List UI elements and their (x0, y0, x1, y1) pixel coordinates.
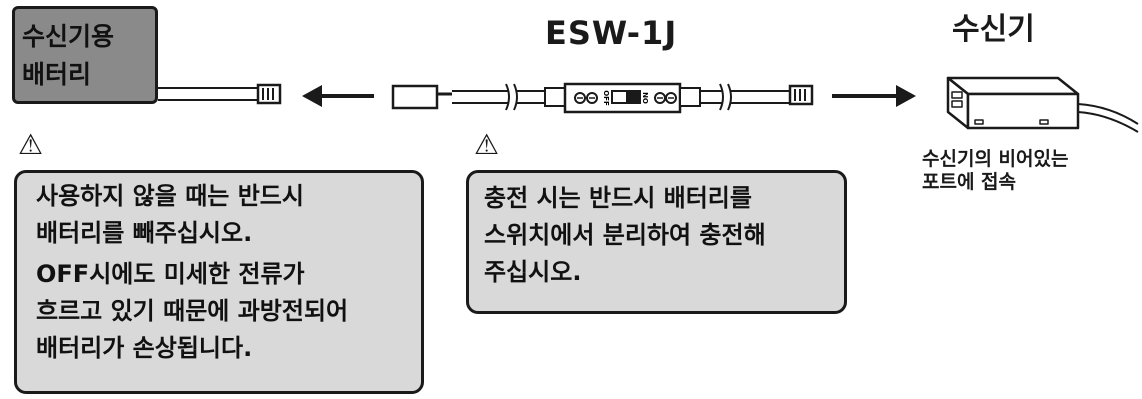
note-right-line2: 스위치에서 분리하여 충전해 (484, 221, 766, 249)
battery-label-line2: 배터리 (22, 60, 92, 89)
receiver-plug-icon (788, 84, 814, 106)
receiver-unit-icon (946, 76, 1139, 133)
switch-socket (391, 84, 452, 110)
switch-on-label: ON (642, 92, 650, 104)
note-left-line3: OFF시에도 미세한 전류가 (36, 260, 305, 288)
battery-label-line1: 수신기용 (22, 22, 115, 51)
note-left-line2: 배터리를 빼주십시오. (36, 219, 253, 247)
switch-lead-left (452, 83, 545, 111)
battery-box (12, 6, 158, 104)
connector-plug-icon (256, 83, 282, 105)
arrow-left-icon (302, 85, 374, 107)
note-right-line3: 주십시오. (484, 258, 582, 286)
receiver-title: 수신기 (952, 12, 1035, 47)
page-title: ESW-1J (545, 14, 678, 52)
warning-note-box-left (14, 170, 424, 394)
battery-lead (158, 87, 258, 101)
receiver-note-line1: 수신기의 비어있는 (922, 148, 1069, 170)
warning-icon: ⚠ (18, 128, 44, 161)
note-left-line1: 사용하지 않을 때는 반드시 (36, 182, 304, 210)
warning-note-box-right (466, 170, 847, 314)
warning-note-right: 충전 시는 반드시 배터리를 스위치에서 분리하여 충전해 주십시오. (484, 180, 766, 291)
note-left-line4: 흐르고 있기 때문에 과방전되어 (36, 297, 349, 325)
warning-icon: ⚠ (474, 128, 500, 161)
receiver-note-line2: 포트에 접속 (922, 171, 1017, 193)
note-right-line1: 충전 시는 반드시 배터리를 (484, 184, 752, 212)
warning-note-left: 사용하지 않을 때는 반드시 배터리를 빼주십시오. OFF시에도 미세한 전류… (36, 178, 348, 367)
arrow-right-icon (832, 85, 916, 107)
switch-lead-right (700, 83, 790, 111)
receiver-note: 수신기의 비어있는 포트에 접속 (922, 148, 1137, 194)
switch-off-label: OFF (602, 90, 610, 106)
note-left-line5: 배터리가 손상됩니다. (36, 334, 253, 362)
switch-unit-icon: OFF ON (544, 82, 701, 114)
battery-label: 수신기용 배터리 (22, 18, 152, 94)
